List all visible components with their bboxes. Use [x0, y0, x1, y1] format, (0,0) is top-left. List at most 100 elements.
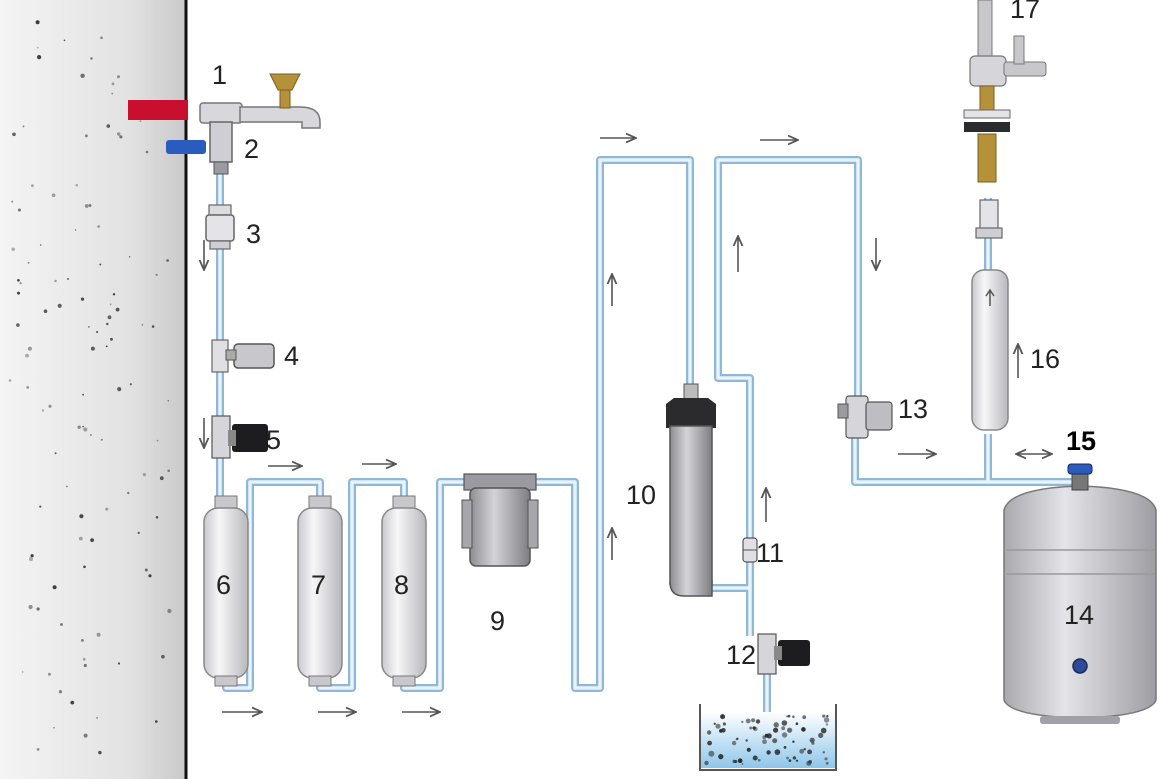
- drain-bubble: [795, 722, 799, 725]
- wall-speckle: [155, 273, 158, 276]
- shutoff-valve: [837, 395, 893, 439]
- post-filter: [971, 199, 1009, 431]
- wall-speckle: [80, 73, 85, 79]
- wall-speckle: [105, 345, 108, 348]
- drain-bubble: [792, 756, 797, 760]
- wall-speckle: [151, 325, 155, 328]
- wall-speckle: [127, 491, 130, 495]
- drain-bubble: [713, 722, 716, 725]
- wall-speckle: [106, 124, 111, 128]
- wall-speckle: [167, 399, 170, 402]
- tank-valve: [1067, 463, 1093, 491]
- drain-bubble: [762, 739, 767, 745]
- drain-bubble: [772, 738, 778, 744]
- wall-speckle: [106, 322, 109, 326]
- wall-speckle: [11, 200, 14, 203]
- drain-bubble: [795, 759, 799, 762]
- drain-bubble: [715, 723, 721, 729]
- wall-speckle: [16, 323, 20, 327]
- wall-speckle: [75, 183, 79, 187]
- wall-speckle: [36, 46, 39, 49]
- wall-speckle: [57, 303, 62, 308]
- wall-speckle: [107, 315, 112, 320]
- drain-bubble: [749, 726, 753, 730]
- label-9: 9: [490, 606, 505, 636]
- wall-speckle: [17, 279, 20, 282]
- wall-speckle: [155, 720, 158, 723]
- flow-restrictor: [742, 537, 758, 563]
- wall-speckle: [53, 727, 55, 729]
- wall-speckle: [155, 516, 159, 519]
- label-17: 17: [1010, 0, 1040, 24]
- wall-speckle: [89, 434, 92, 436]
- wall-speckle: [105, 507, 109, 511]
- wall-speckle: [31, 184, 34, 188]
- drain-bubble: [792, 740, 795, 743]
- label-10: 10: [626, 480, 656, 510]
- flow-arrows: [204, 138, 1052, 712]
- drain-bubble: [722, 722, 727, 726]
- label-2: 2: [244, 134, 259, 164]
- wall-speckle: [78, 536, 83, 541]
- wall-speckle: [70, 700, 75, 705]
- drain-bubble: [731, 740, 737, 746]
- wall-speckle: [119, 135, 123, 139]
- drain-bubble: [808, 760, 812, 764]
- wall-speckle: [109, 303, 112, 306]
- membrane-cap: [666, 398, 716, 428]
- wall-speckle: [139, 120, 142, 123]
- filter-cartridge-7: [297, 495, 343, 687]
- drain-bubble: [823, 717, 830, 723]
- wall-speckle: [52, 585, 57, 590]
- wall-speckle: [36, 607, 40, 611]
- drain-bubble: [752, 755, 758, 761]
- drain-bubble: [781, 720, 788, 726]
- label-15: 15: [1066, 426, 1096, 456]
- wall-speckle: [166, 259, 170, 262]
- wall-speckle: [82, 425, 84, 428]
- wall-speckle: [167, 469, 170, 473]
- wall-speckle: [80, 297, 85, 301]
- wall-speckle: [81, 639, 84, 642]
- drain-bubble: [786, 715, 789, 718]
- wall-speckle: [30, 554, 34, 558]
- wall-speckle: [90, 538, 94, 542]
- wall-speckle: [66, 485, 68, 488]
- label-13: 13: [898, 394, 928, 424]
- wall-speckle: [35, 20, 40, 25]
- wall-speckle: [79, 514, 84, 519]
- wall-speckle: [21, 671, 24, 673]
- wall-speckle: [8, 379, 12, 382]
- drain-bubble: [707, 740, 712, 746]
- drain-bubble: [825, 761, 829, 765]
- tank-air-valve: [1072, 658, 1088, 674]
- wall-speckle: [112, 293, 116, 296]
- tap-spout: [239, 106, 321, 129]
- wall-speckle: [98, 750, 102, 755]
- drain-bubble: [773, 722, 779, 728]
- booster-pump: [461, 473, 539, 567]
- faucet-lever: [1003, 61, 1047, 77]
- wall-speckle: [117, 75, 120, 79]
- wall-speckle: [159, 476, 164, 481]
- tap-handle: [269, 73, 301, 91]
- solenoid-valve: [211, 415, 268, 459]
- wall-speckle: [100, 438, 103, 441]
- drain-bubble: [824, 757, 828, 761]
- membrane-housing: [666, 383, 716, 597]
- wall-speckle: [84, 134, 88, 138]
- wall-speckle: [96, 717, 98, 719]
- wall-speckle: [148, 574, 152, 578]
- wall-speckle: [144, 568, 148, 572]
- wall-speckle: [17, 208, 21, 212]
- connector-fitting: [205, 204, 235, 250]
- pressure-switch: [211, 339, 275, 373]
- drain-bubble: [746, 747, 751, 752]
- drain-bubble: [822, 751, 825, 754]
- wall-speckle: [88, 326, 90, 328]
- wall-speckle: [48, 404, 52, 408]
- number-labels: 1 2 3 4 5 6 7 8 9 10 11 12 13 14 15 16 1…: [212, 0, 1096, 670]
- wall-speckle: [19, 282, 22, 285]
- wall-speckle: [77, 425, 81, 429]
- drain-bubble: [802, 715, 807, 720]
